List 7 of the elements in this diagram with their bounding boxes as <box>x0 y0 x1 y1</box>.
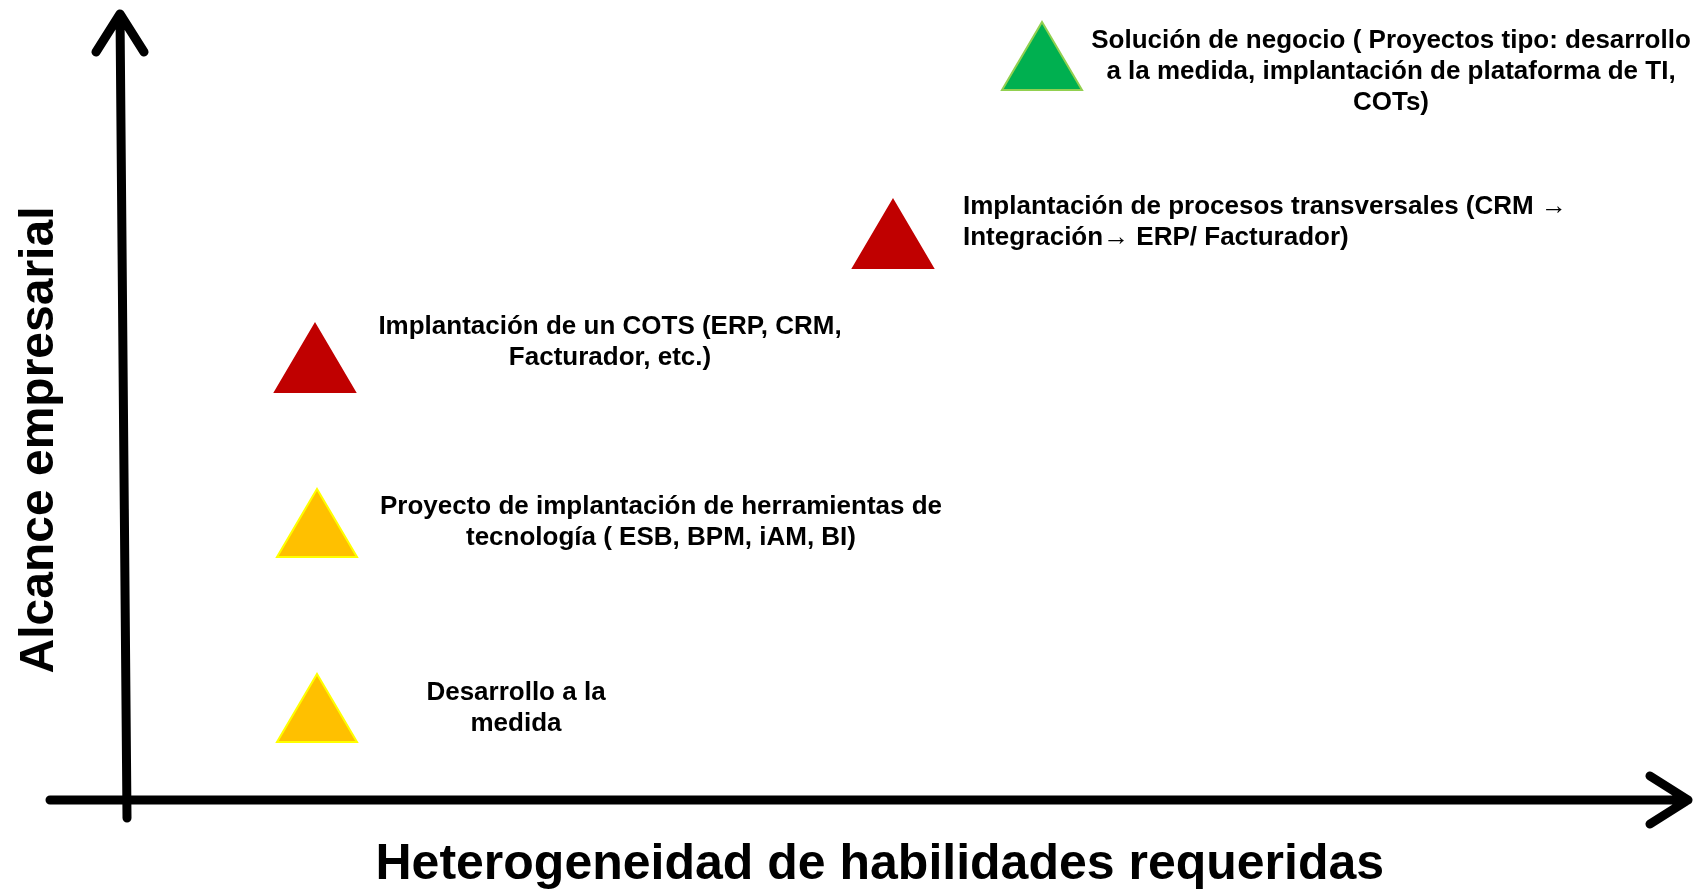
description-text: Implantación de un COTS (ERP, CRM, Facturador, etc.) <box>377 310 843 372</box>
description-text: Proyecto de implantación de herramientas de tecnología ( ESB, BPM, iAM, BI) <box>378 490 944 552</box>
axis-title: Alcance empresarial <box>10 206 64 674</box>
description-text: Solución de negocio ( Proyectos tipo: desarrollo a la medida, implantación de plataforma de TI, COTs) <box>1091 24 1691 117</box>
axis-title: Heterogeneidad de habilidades requeridas <box>375 834 1385 890</box>
description-text: Implantación de procesos transversales (CRM → Integración→ ERP/ Facturador) <box>963 190 1568 252</box>
description-text: Desarrollo a la medida <box>425 676 607 738</box>
